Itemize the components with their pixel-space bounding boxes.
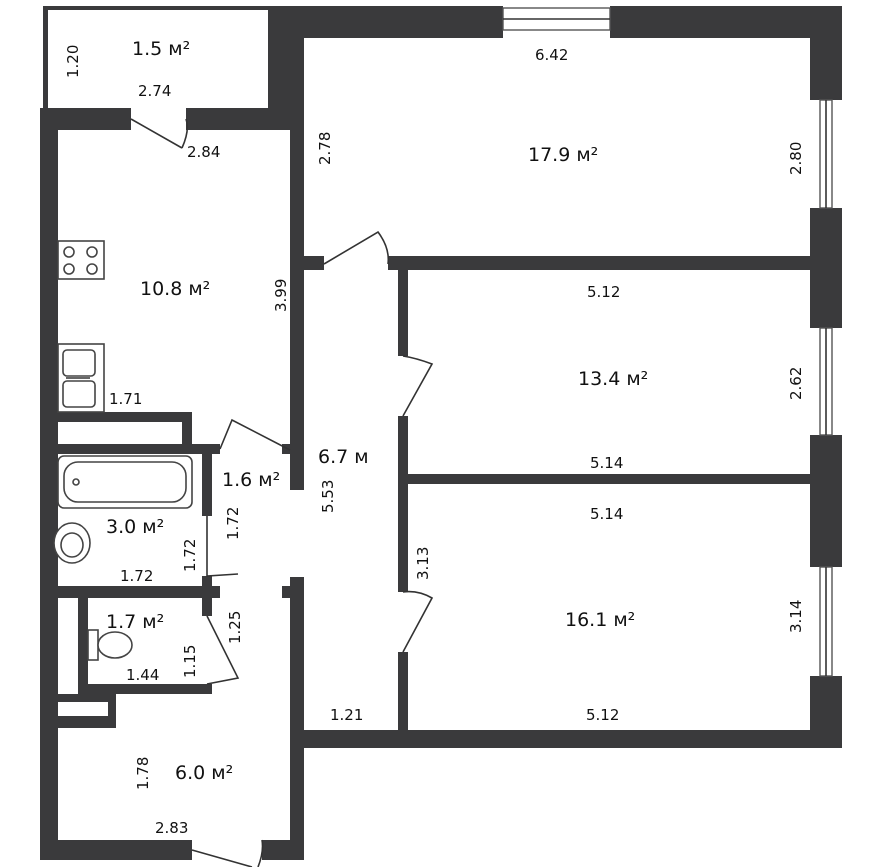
fixtures: [53, 240, 193, 661]
dim-bed2-bottom: 5.12: [586, 706, 619, 724]
dim-bed2-top: 5.14: [590, 505, 623, 523]
door-living: [323, 230, 390, 265]
wall-closet-bottom: [282, 586, 304, 598]
dim-living-right: 2.80: [787, 142, 805, 175]
wall-bed1-left-b: [398, 416, 408, 478]
area-closet: 1.6 м²: [222, 469, 280, 491]
area-bedroom1: 13.4 м²: [578, 368, 648, 390]
area-balcony: 1.5 м²: [132, 38, 190, 60]
dim-bath-h: 1.72: [181, 539, 199, 572]
door-bedroom2: [402, 590, 434, 653]
dim-kitchen-h: 3.99: [272, 279, 290, 312]
wall-kitchen-bottom: [40, 412, 192, 422]
door-wc: [206, 615, 240, 685]
dim-bed1-top: 5.12: [587, 283, 620, 301]
wall-living-bottom-b: [388, 256, 842, 270]
dim-hall-w: 1.21: [330, 706, 363, 724]
dim-entry-h: 1.78: [134, 757, 152, 790]
dim-bed1-right: 2.62: [787, 367, 805, 400]
area-living: 17.9 м²: [528, 144, 598, 166]
wall-bedrooms-bottom: [292, 730, 842, 748]
dim-living-left: 2.78: [316, 132, 334, 165]
wall-wc-right-a: [202, 594, 212, 616]
dimension-labels: 1.20 2.74 2.84 6.42 2.78 2.80 3.99 1.71 …: [64, 45, 805, 837]
door-kitchen: [219, 418, 291, 451]
wall-hall-left-b: [290, 577, 304, 847]
dim-bath-w: 1.72: [120, 567, 153, 585]
wall-closet-left: [202, 444, 212, 516]
wall-top-right: [610, 6, 842, 38]
dim-living-w: 6.42: [535, 46, 568, 64]
area-entry: 6.0 м²: [175, 762, 233, 784]
wall-hall-left-a: [290, 450, 304, 490]
door-balcony: [130, 118, 189, 149]
area-kitchen: 10.8 м²: [140, 278, 210, 300]
area-hall: 6.7 м: [318, 446, 369, 468]
stove-icon: [57, 240, 105, 280]
dim-kitchen-sink: 1.71: [109, 390, 142, 408]
windows: [502, 7, 833, 677]
wall-bath-right-b: [202, 576, 212, 598]
dim-balcony-w: 2.74: [138, 82, 171, 100]
wall-left: [40, 108, 58, 860]
wall-bath-bottom: [40, 586, 220, 598]
wall-kitchen-top-left: [43, 108, 131, 130]
kitchen-sink-icon: [57, 343, 105, 413]
wall-wc-left: [78, 594, 88, 694]
wall-niche-right: [108, 694, 116, 728]
wall-kitchen-top-right: [186, 108, 304, 130]
wall-bath-top: [40, 444, 220, 454]
area-bedroom2: 16.1 м²: [565, 609, 635, 631]
doors: [130, 118, 434, 867]
bath-sink-icon: [53, 522, 91, 564]
wall-wc-bottom: [78, 684, 212, 694]
toilet-icon: [87, 629, 133, 661]
wall-kitchen-bottom-stub: [182, 412, 192, 446]
dim-balcony-h: 1.20: [64, 45, 82, 78]
balcony-wall-left: [43, 6, 48, 108]
door-bedroom1: [402, 355, 434, 417]
walls: [40, 6, 842, 860]
door-bath: [206, 516, 239, 577]
wall-right-1: [810, 6, 842, 100]
wall-top-left: [268, 6, 503, 38]
area-wc: 1.7 м²: [106, 611, 164, 633]
wall-bedrooms-mid: [398, 474, 842, 484]
wall-niche: [40, 694, 116, 702]
wall-kitchen-right: [290, 130, 304, 450]
wall-right-3: [810, 435, 842, 567]
balcony-wall-top: [43, 6, 270, 10]
wall-entry-top: [40, 716, 116, 728]
wall-bed2-left-b: [398, 652, 408, 742]
dim-entry-w: 2.83: [155, 819, 188, 837]
dim-bed1-bottom: 5.14: [590, 454, 623, 472]
wall-closet-right: [282, 444, 304, 454]
dim-bed2-left: 3.13: [414, 547, 432, 580]
dim-wc-h2: 1.25: [226, 611, 244, 644]
area-labels: 1.5 м² 17.9 м² 10.8 м² 13.4 м² 6.7 м 1.6…: [106, 38, 648, 784]
wall-bottom-left: [40, 840, 192, 860]
dim-wc-w: 1.44: [126, 666, 159, 684]
dim-hall-h: 5.53: [319, 480, 337, 513]
bathtub-icon: [57, 455, 193, 509]
area-bath: 3.0 м²: [106, 516, 164, 538]
wall-living-bottom-a: [300, 256, 324, 270]
wall-bed2-left-a: [398, 480, 408, 592]
wall-bed1-left-a: [398, 262, 408, 356]
dim-wc-h1: 1.15: [181, 645, 199, 678]
door-entry: [191, 839, 264, 867]
dim-kitchen-top: 2.84: [187, 143, 220, 161]
dim-bed2-right: 3.14: [787, 600, 805, 633]
dim-closet-h: 1.72: [224, 507, 242, 540]
